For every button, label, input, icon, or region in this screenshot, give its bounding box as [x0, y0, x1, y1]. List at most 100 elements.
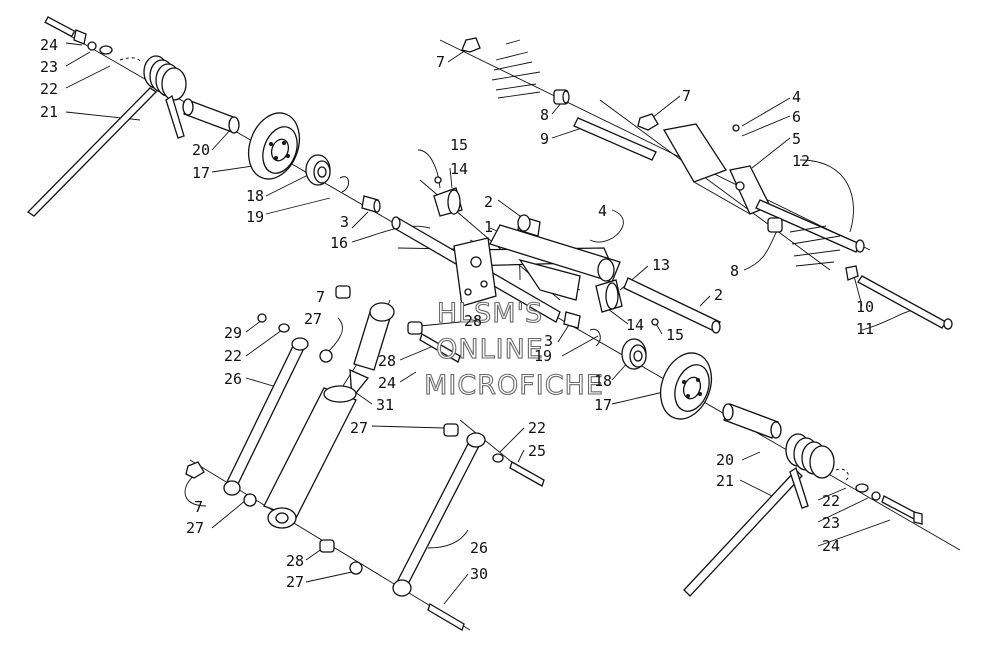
bushing-3-left — [361, 195, 381, 213]
callout-15: 15 — [450, 136, 468, 154]
spacer-8-top — [553, 89, 570, 105]
bushing-3-right — [563, 311, 581, 329]
callout-7: 7 — [316, 288, 325, 306]
idler-wheel-17-upper — [247, 112, 301, 180]
callout-6: 6 — [792, 108, 801, 126]
bushing-27-c — [243, 493, 257, 507]
top-right-group — [461, 37, 953, 330]
washer-22-right — [855, 483, 869, 493]
link-26-right — [392, 432, 486, 597]
callout-23: 23 — [822, 514, 840, 532]
bolt-24-right — [881, 495, 923, 525]
callout-13: 13 — [652, 256, 670, 274]
callout-15: 15 — [666, 326, 684, 344]
callout-20: 20 — [716, 451, 734, 469]
callout-5: 5 — [792, 130, 801, 148]
pin-15-lower — [651, 318, 659, 326]
pin-15-upper — [434, 176, 442, 184]
callout-28: 28 — [464, 312, 482, 330]
bolt-12 — [755, 199, 865, 253]
pivot-arm-1 — [453, 214, 621, 307]
watermark-line-2: ONLINE — [436, 334, 544, 365]
callout-21: 21 — [716, 472, 734, 490]
spacer-8-right — [767, 217, 783, 233]
bolt-30 — [427, 603, 465, 631]
callout-27: 27 — [286, 573, 304, 591]
bolt-11 — [857, 275, 953, 330]
nut-10 — [845, 265, 859, 281]
callout-4: 4 — [598, 202, 607, 220]
nut-29 — [257, 313, 267, 323]
bolt-24-link — [419, 333, 461, 363]
callout-11: 11 — [856, 320, 874, 338]
lock-washer-23-right — [871, 491, 881, 501]
callout-21: 21 — [40, 103, 58, 121]
link-26-left — [223, 337, 309, 496]
callout-8: 8 — [730, 262, 739, 280]
callout-22: 22 — [528, 419, 546, 437]
callout-30: 30 — [470, 565, 488, 583]
callout-22: 22 — [40, 80, 58, 98]
bolt-25 — [509, 461, 545, 487]
callout-1: 1 — [484, 218, 493, 236]
bracket-5 — [662, 123, 771, 215]
callout-18: 18 — [594, 372, 612, 390]
small-hardware — [185, 285, 545, 631]
spacer-28-b — [319, 539, 335, 553]
callout-22: 22 — [822, 492, 840, 510]
callout-28: 28 — [378, 352, 396, 370]
callout-7: 7 — [194, 498, 203, 516]
washer-22-lower — [492, 453, 504, 463]
callout-19: 19 — [534, 347, 552, 365]
bushing-27-d — [349, 561, 363, 575]
callout-25: 25 — [528, 442, 546, 460]
nut-7-lower — [185, 461, 205, 479]
callout-14: 14 — [626, 316, 644, 334]
callout-12: 12 — [792, 152, 810, 170]
callout-7: 7 — [436, 53, 445, 71]
callout-14: 14 — [450, 160, 468, 178]
snap-ring-19-lower — [589, 328, 601, 347]
snap-ring-19-upper — [339, 176, 349, 193]
washer-22-upper — [99, 45, 113, 55]
callout-7: 7 — [682, 87, 691, 105]
lock-washer-23-upper — [87, 41, 97, 51]
bolt-24-upper — [44, 16, 87, 45]
shock-absorber-31 — [263, 302, 395, 529]
callout-2: 2 — [714, 286, 723, 304]
shaft-9 — [573, 117, 657, 161]
bearing-18-upper — [305, 154, 331, 186]
bearing-18-lower — [621, 338, 647, 370]
callout-labels: 24 23 22 21 20 17 18 19 3 16 15 14 2 1 4… — [40, 36, 874, 591]
callout-20: 20 — [192, 141, 210, 159]
shaft-13 — [623, 277, 721, 334]
watermark-line-1: HLSM'S — [437, 298, 543, 329]
callout-24: 24 — [822, 537, 840, 555]
callout-18: 18 — [246, 187, 264, 205]
spacer-28-a — [407, 321, 423, 335]
callout-27: 27 — [304, 310, 322, 328]
right-idler-group — [563, 311, 923, 597]
spring-21-upper — [26, 55, 187, 217]
callout-31: 31 — [376, 396, 394, 414]
callout-22: 22 — [224, 347, 242, 365]
bushing-27-b — [443, 423, 459, 437]
nut-7-mid — [637, 113, 659, 131]
spacer-tube-20-lower — [722, 403, 782, 439]
callout-10: 10 — [856, 298, 874, 316]
callout-27: 27 — [350, 419, 368, 437]
callout-2: 2 — [484, 193, 493, 211]
bushing-27-a — [319, 349, 333, 363]
callout-17: 17 — [192, 164, 210, 182]
screw-4-top — [732, 124, 740, 132]
callout-29: 29 — [224, 324, 242, 342]
spacer-tube-20-upper — [182, 98, 240, 134]
decal-hash-right — [789, 225, 841, 267]
callout-26: 26 — [224, 370, 242, 388]
callout-3: 3 — [340, 213, 349, 231]
callout-24: 24 — [40, 36, 58, 54]
callout-23: 23 — [40, 58, 58, 76]
washer-22-link — [278, 323, 290, 333]
callout-19: 19 — [246, 208, 264, 226]
